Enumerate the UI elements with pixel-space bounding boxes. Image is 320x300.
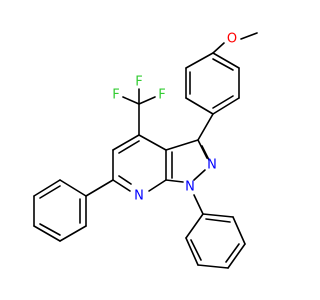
bond bbox=[112, 134, 140, 151]
bond bbox=[202, 213, 234, 218]
bond bbox=[39, 185, 61, 199]
atom-label-fluorine: F bbox=[135, 75, 142, 90]
bond bbox=[197, 113, 214, 141]
bond bbox=[197, 264, 229, 269]
bonds bbox=[33, 32, 258, 269]
atom-label-fluorine: F bbox=[158, 88, 165, 103]
atom-label-nitrogen: N bbox=[207, 158, 217, 173]
bond bbox=[138, 96, 156, 105]
bond bbox=[185, 97, 214, 115]
bond bbox=[193, 169, 206, 181]
atom-label-nitrogen: N bbox=[185, 180, 195, 195]
bond bbox=[225, 243, 240, 263]
bond bbox=[185, 237, 199, 266]
bond bbox=[39, 223, 61, 236]
atom-label-oxygen: O bbox=[227, 32, 237, 47]
bond bbox=[212, 42, 225, 54]
bond bbox=[201, 145, 210, 161]
atom-label-fluorine: F bbox=[112, 88, 119, 103]
molecule-structure: O F F F N N N bbox=[33, 32, 258, 269]
bond bbox=[118, 140, 140, 154]
bond bbox=[33, 179, 61, 197]
bond bbox=[240, 32, 258, 40]
bond bbox=[138, 134, 167, 151]
bond bbox=[190, 239, 202, 261]
bond bbox=[59, 179, 87, 197]
bond bbox=[212, 95, 234, 109]
bond bbox=[165, 139, 199, 151]
bond bbox=[205, 218, 231, 223]
bond bbox=[185, 52, 214, 69]
bond bbox=[33, 225, 61, 242]
bond bbox=[193, 194, 204, 215]
atom-label-nitrogen: N bbox=[134, 189, 144, 204]
bond bbox=[232, 216, 246, 245]
bond bbox=[212, 97, 240, 115]
bond bbox=[165, 179, 184, 183]
bond bbox=[212, 52, 240, 69]
bond bbox=[197, 139, 208, 159]
bond bbox=[59, 225, 87, 242]
atom-labels: O F F F N N N bbox=[112, 32, 237, 204]
bond bbox=[112, 179, 131, 192]
bond bbox=[85, 179, 114, 197]
bond bbox=[227, 243, 246, 269]
bond bbox=[122, 96, 140, 105]
bond bbox=[212, 58, 234, 71]
bond bbox=[118, 175, 132, 185]
bond bbox=[148, 179, 167, 192]
bond bbox=[185, 213, 204, 239]
